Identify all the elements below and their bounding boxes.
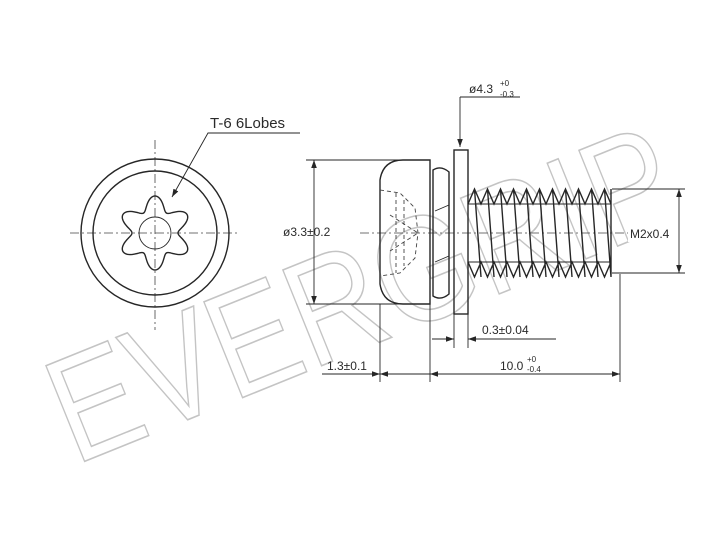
length-label: 10.0 — [500, 359, 524, 373]
head-circle — [92, 170, 218, 296]
thread-size-label: M2x0.4 — [630, 227, 670, 241]
spring-washer — [432, 167, 450, 299]
side-view — [360, 149, 655, 315]
watermark: EVERGRIP — [23, 91, 699, 496]
length-tol-lower: -0.4 — [527, 365, 541, 374]
washer-diameter-tol-upper: +0 — [500, 79, 510, 88]
dim-washer-diameter: ø4.3 +0 -0.3 — [457, 79, 520, 147]
head-recess-hidden — [379, 189, 419, 277]
dim-head-height-length: 1.3±0.1 10.0 +0 -0.4 — [322, 274, 621, 382]
drive-type-label: T-6 6Lobes — [210, 115, 285, 132]
thread-root-line — [468, 203, 611, 263]
washer-diameter-tol-lower: -0.3 — [500, 90, 514, 99]
length-tol-upper: +0 — [527, 355, 537, 364]
washer-split — [434, 204, 450, 212]
dim-thread-size: M2x0.4 — [612, 188, 685, 274]
flat-washer — [453, 149, 469, 315]
drive-leader-line — [171, 132, 300, 198]
head-diameter-label: ø3.3±0.2 — [283, 225, 331, 239]
watermark-text: EVERGRIP — [24, 92, 699, 495]
thread-outline — [467, 187, 612, 279]
washer-diameter-label: ø4.3 — [469, 82, 493, 96]
washer-thickness-label: 0.3±0.04 — [482, 323, 529, 337]
dim-head-diameter: ø3.3±0.2 — [283, 159, 405, 305]
torx-inner-circle — [138, 216, 172, 250]
dim-washer-thickness: 0.3±0.04 — [432, 314, 556, 348]
washer-outer-circle — [80, 158, 230, 308]
end-view — [70, 140, 240, 330]
washer-split-2 — [434, 255, 450, 263]
torx-recess-icon — [121, 195, 189, 271]
head-height-label: 1.3±0.1 — [327, 359, 367, 373]
